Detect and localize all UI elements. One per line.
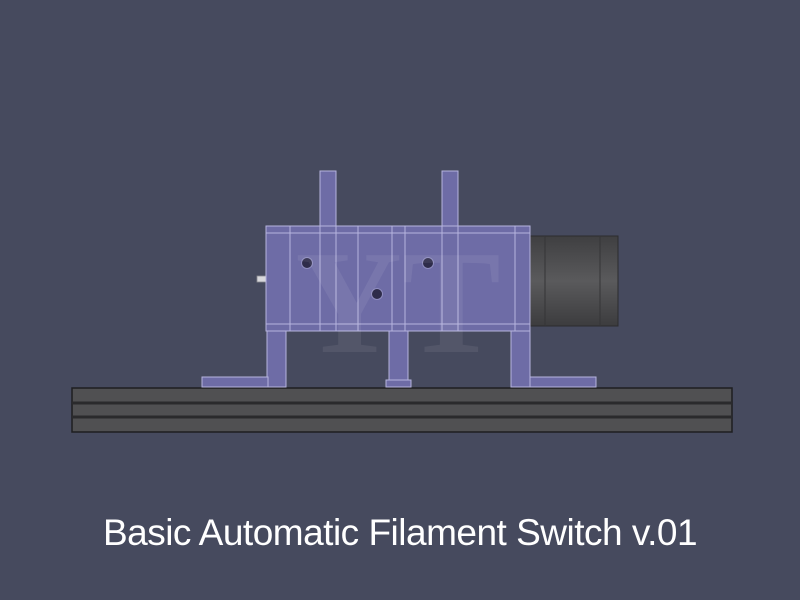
watermark-logo: YT xyxy=(295,221,501,385)
hole-3 xyxy=(371,288,383,300)
foot-left xyxy=(201,376,269,388)
leg-left xyxy=(266,330,287,388)
main-housing xyxy=(265,225,531,332)
switch-body xyxy=(201,170,597,388)
top-post-left xyxy=(319,170,337,228)
mounting-holes xyxy=(301,257,434,300)
hole-1 xyxy=(301,257,313,269)
extrusion-rail xyxy=(71,387,733,433)
caption-title: Basic Automatic Filament Switch v.01 xyxy=(102,512,698,553)
leg-right xyxy=(510,330,531,388)
hole-2 xyxy=(422,257,434,269)
top-post-right xyxy=(441,170,459,228)
foot-right xyxy=(529,376,597,388)
stepper-motor xyxy=(529,235,619,327)
